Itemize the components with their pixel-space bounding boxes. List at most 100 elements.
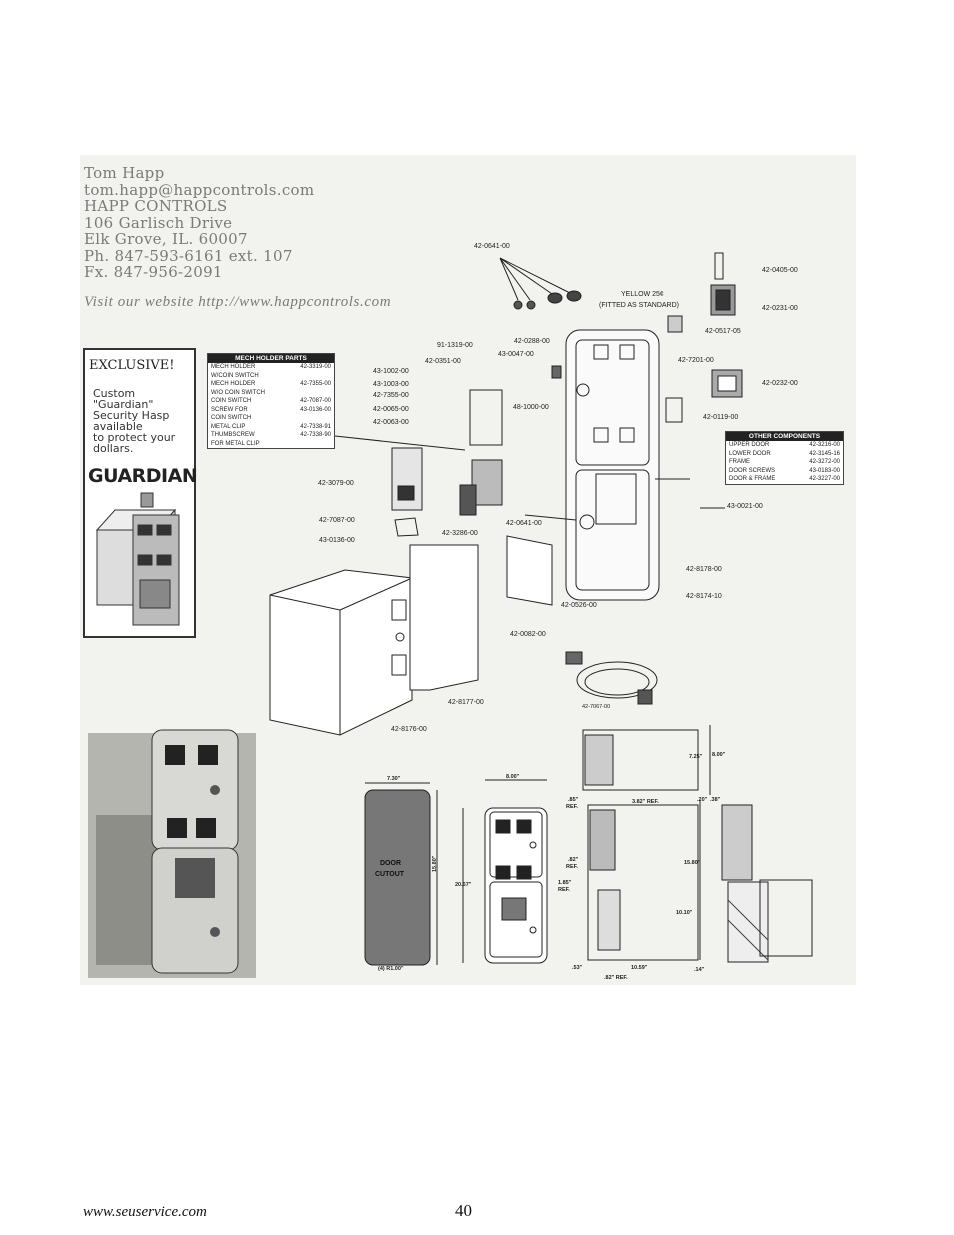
- part-label: 42-0065-00: [373, 406, 409, 413]
- table-title: OTHER COMPONENTS: [726, 432, 843, 441]
- upper-door-outline: [575, 339, 650, 466]
- dimension-label: 8.00": [506, 774, 520, 780]
- dimension-label: .82" REF.: [604, 975, 628, 981]
- part-label: 43-0136-00: [319, 537, 355, 544]
- contact-email: tom.happ@happcontrols.com: [84, 180, 315, 199]
- part-name: FOR METAL CLIP: [211, 440, 260, 447]
- part-label: 42-7087-00: [319, 517, 355, 524]
- cutout-label: CUTOUT: [375, 871, 405, 878]
- part-number: 42-3145-16: [809, 450, 840, 457]
- part-name: DOOR & FRAME: [729, 476, 776, 482]
- part-number: 43-0136-00: [300, 406, 331, 413]
- dimension-label: 10.10": [676, 910, 693, 916]
- part-number: 42-3216-00: [809, 442, 840, 448]
- mech-holder: [391, 447, 423, 511]
- part-name: SCREW FOR: [211, 406, 248, 413]
- part-label: YELLOW 25¢: [621, 291, 664, 298]
- table-row: SCREW FOR 43-0136-00: [208, 406, 334, 415]
- coin-box-lid: [506, 535, 553, 606]
- dimension-label: .14": [694, 967, 705, 973]
- contact-name: Tom Happ: [84, 164, 165, 182]
- part-label: 48-1000-00: [513, 404, 549, 411]
- part-label: 42-0231-00: [762, 305, 798, 312]
- part-name: DOOR SCREWS: [729, 467, 776, 474]
- website-line: Visit our website http://www.happcontrol…: [84, 294, 392, 310]
- part-label: 43-0021-00: [727, 503, 763, 510]
- part-label: 91-1319-00: [437, 342, 473, 349]
- dimension-label: .53": [572, 965, 583, 971]
- guardian-hasp-illustration: [95, 492, 180, 626]
- part-label: 42-3079-00: [318, 480, 354, 487]
- part-number: 43-0183-00: [809, 467, 840, 474]
- part-label: 42-0641-00: [506, 520, 542, 527]
- part-label: 42-0517-05: [705, 328, 741, 335]
- dimension-label: REF.: [566, 864, 578, 870]
- dimension-label: .85": [568, 797, 579, 803]
- guardian-logo: GUARDIAN: [88, 465, 198, 487]
- table-row: MECH HOLDER 42-3319-00: [208, 363, 334, 372]
- part-label: 42-0119-00: [703, 414, 739, 421]
- footer-website: www.seuservice.com: [83, 1204, 207, 1220]
- part-number: 42-7338-91: [300, 423, 331, 430]
- contact-street: 106 Garlisch Drive: [84, 213, 233, 232]
- dimension-label: 10.59": [631, 965, 648, 971]
- part-label: 42-8177-00: [448, 699, 484, 706]
- part-label: 42-0351-00: [425, 358, 461, 365]
- part-number: 42-3319-00: [300, 364, 331, 370]
- cutout-label: DOOR: [380, 860, 401, 867]
- page-number: 40: [455, 1201, 472, 1220]
- part-label: 43-0047-00: [498, 351, 534, 358]
- lower-door-outline: [575, 469, 650, 591]
- part-label: 42-0232-00: [762, 380, 798, 387]
- table-row: W/COIN SWITCH: [208, 372, 334, 381]
- part-name: LOWER DOOR: [729, 450, 771, 457]
- part-name: MECH HOLDER: [211, 364, 256, 370]
- table-row: COIN SWITCH: [208, 414, 334, 423]
- dimension-label: REF.: [566, 804, 578, 810]
- part-label: 42-0082-00: [510, 631, 546, 638]
- part-number: 42-7355-00: [300, 381, 331, 387]
- part-name: THUMBSCREW: [211, 432, 255, 438]
- connector: [565, 651, 583, 665]
- promo-line: dollars.: [93, 442, 134, 455]
- promo-title: EXCLUSIVE!: [89, 358, 175, 373]
- coin-return: [665, 397, 683, 423]
- table-row: FOR METAL CLIP: [208, 440, 334, 449]
- part-label: 43-1002-00: [373, 368, 409, 375]
- contact-block: Tom Happ tom.happ@happcontrols.com HAPP …: [84, 165, 314, 281]
- table-title: MECH HOLDER PARTS: [208, 354, 334, 363]
- promo-line: Custom: [93, 387, 136, 400]
- dimension-label: 3.82" REF.: [632, 799, 659, 805]
- part-label: (FITTED AS STANDARD): [599, 302, 679, 309]
- coin-box-cabinet: [269, 569, 413, 736]
- promo-line: "Guardian": [93, 398, 154, 411]
- dimension-label: 20.67": [455, 882, 472, 888]
- promo-line: to protect your: [93, 431, 176, 444]
- part-name: COIN SWITCH: [211, 398, 252, 404]
- dimension-label: 7.30": [387, 776, 401, 782]
- table-row: LOWER DOOR 42-3145-16: [726, 450, 843, 459]
- dimension-label: 7.25": [689, 754, 703, 760]
- wire-harness: [576, 661, 658, 699]
- part-label: 42-0641-00: [474, 243, 510, 250]
- dimension-label: 15.80": [684, 860, 701, 866]
- contact-phone: Ph. 847-593-6161 ext. 107: [84, 246, 293, 265]
- dimension-label: (4) R1.00": [378, 966, 404, 972]
- part-label: 42-8178-00: [686, 566, 722, 573]
- part-label: 42-0526-00: [561, 602, 597, 609]
- dimension-label: .20": [697, 797, 708, 803]
- table-row: W/O COIN SWITCH: [208, 389, 334, 398]
- part-label: 43-1003-00: [373, 381, 409, 388]
- table-row: DOOR SCREWS 43-0183-00: [726, 467, 843, 476]
- dimension-label: 15.80": [432, 855, 438, 872]
